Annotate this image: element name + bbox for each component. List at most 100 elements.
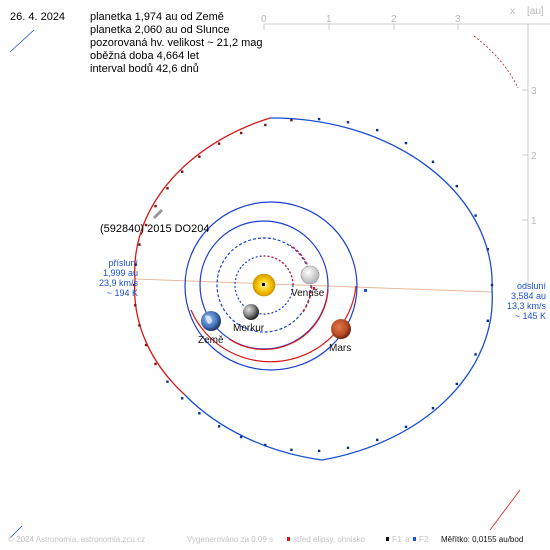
orbit-point	[144, 223, 148, 227]
info-line: planetka 2,060 au od Slunce	[90, 24, 229, 36]
orbit-point	[404, 425, 408, 429]
orbit-point	[154, 362, 157, 366]
apsis-line	[134, 278, 493, 293]
mars-orbit-arc	[190, 285, 357, 363]
orbit-point	[346, 446, 350, 449]
orbit-point	[138, 243, 141, 246]
focus-f1-marker	[262, 283, 265, 286]
aphelion-title: odsluní	[517, 281, 547, 291]
orbit-point	[166, 380, 169, 383]
corner-guides	[9, 29, 521, 539]
orbit-point	[376, 438, 379, 442]
legend-f2-swatch	[413, 537, 416, 541]
copyright-text: © 2024 Astronomia, astronomia.zcu.cz	[8, 535, 145, 544]
inner-orbit-arcs	[190, 244, 357, 363]
orbit-point	[490, 283, 494, 287]
orbit-point	[455, 184, 458, 188]
legend-f1-text: F1	[392, 535, 402, 544]
orbit-point	[431, 160, 435, 163]
orbit-point	[166, 187, 169, 190]
orbit-point	[154, 204, 157, 208]
asteroid-orbit-below	[184, 117, 493, 461]
orbit-point	[144, 343, 148, 347]
orbit-points	[132, 117, 494, 453]
x-tick-label: 0	[261, 14, 267, 25]
orbit-point	[181, 397, 184, 400]
earth-label: Země	[198, 335, 224, 346]
asteroid-orbit-above	[134, 117, 271, 396]
earth-orbit-arc	[228, 289, 329, 351]
orbit-point	[290, 448, 293, 451]
mars-label: Mars	[329, 343, 351, 354]
venus-icon	[300, 265, 320, 285]
mercury-icon	[243, 304, 259, 320]
info-line: pozorovaná hv. velikost ~ 21,2 mag	[90, 37, 263, 49]
orbit-point	[264, 123, 267, 127]
unit-label: [au]	[527, 6, 544, 17]
asteroid-orbit	[134, 117, 493, 461]
asteroid-marker	[152, 208, 164, 220]
perihelion-title: přísluní	[108, 258, 138, 268]
orbit-point	[181, 170, 184, 173]
venus-marker	[313, 287, 315, 290]
axes: 0 1 2 3 x [au] 1 2 3	[261, 6, 550, 285]
legend-f2-text: F2	[419, 535, 429, 544]
x-tick-label: 3	[455, 14, 461, 25]
orbit-point	[290, 119, 293, 122]
orbit-point	[486, 248, 489, 251]
x-tick-label: 2	[391, 14, 397, 25]
orbit-point	[264, 443, 267, 447]
orbit-point	[217, 142, 221, 145]
mercury-label: Merkur	[233, 323, 265, 334]
orbit-point	[376, 128, 379, 132]
perihelion-speed: 23,9 km/s	[99, 278, 139, 288]
sun	[252, 273, 276, 297]
orbit-point	[317, 449, 321, 453]
orbit-point	[346, 121, 350, 124]
orbit-point	[474, 214, 477, 217]
corner-guide-top-left	[9, 29, 35, 53]
venus-orbit	[216, 237, 312, 333]
y-tick-label: 1	[531, 216, 537, 227]
earth-cloud	[205, 315, 213, 324]
orbit-point	[134, 263, 137, 266]
asteroid-name: (592840) 2015 DO204	[100, 223, 209, 235]
mercury-orbit-arc	[263, 255, 294, 286]
date-label: 26. 4. 2024	[10, 11, 65, 23]
ellipse-center-marker	[364, 289, 367, 292]
orbit-point	[317, 117, 321, 121]
y-tick-label: 3	[531, 86, 537, 97]
x-axis-label: x	[510, 6, 515, 17]
corner-guide-bottom-right	[489, 489, 521, 531]
orbit-point	[132, 283, 136, 287]
orbit-point	[474, 353, 477, 356]
legend-center-text: střed elipsy, ohnisko	[293, 535, 365, 544]
legend-a-text: a	[405, 535, 410, 544]
generated-text: Vygenerováno za 0,09 s	[187, 535, 273, 544]
orbit-point	[198, 155, 201, 158]
aphelion-temperature: ~ 145 K	[515, 311, 546, 321]
orbit-point	[455, 382, 458, 386]
orbit-point	[138, 324, 141, 327]
orbit-point	[486, 319, 489, 322]
info-line: interval bodů 42,6 dnů	[90, 63, 199, 75]
aphelion-info: odsluní 3,584 au 13,3 km/s ~ 145 K	[507, 281, 547, 321]
mars-orbit	[184, 201, 358, 371]
orbit-point	[198, 412, 201, 415]
venus-label: Venuše	[291, 288, 325, 299]
mars-icon	[331, 319, 351, 339]
corner-guide-bottom-left	[9, 525, 23, 539]
perihelion-temperature: ~ 194 K	[107, 288, 138, 298]
legend-center-swatch	[287, 537, 290, 541]
info-line: oběžná doba 4,664 let	[90, 50, 199, 62]
corner-guide-top-right	[473, 35, 519, 89]
orbit-point	[431, 407, 435, 410]
orbit-point	[239, 435, 243, 439]
orbit-point	[134, 304, 137, 307]
venus-orbit-arc	[289, 244, 313, 313]
legend-f1-swatch	[386, 537, 389, 541]
info-line: planetka 1,974 au od Země	[90, 11, 224, 23]
y-tick-label: 2	[531, 151, 537, 162]
